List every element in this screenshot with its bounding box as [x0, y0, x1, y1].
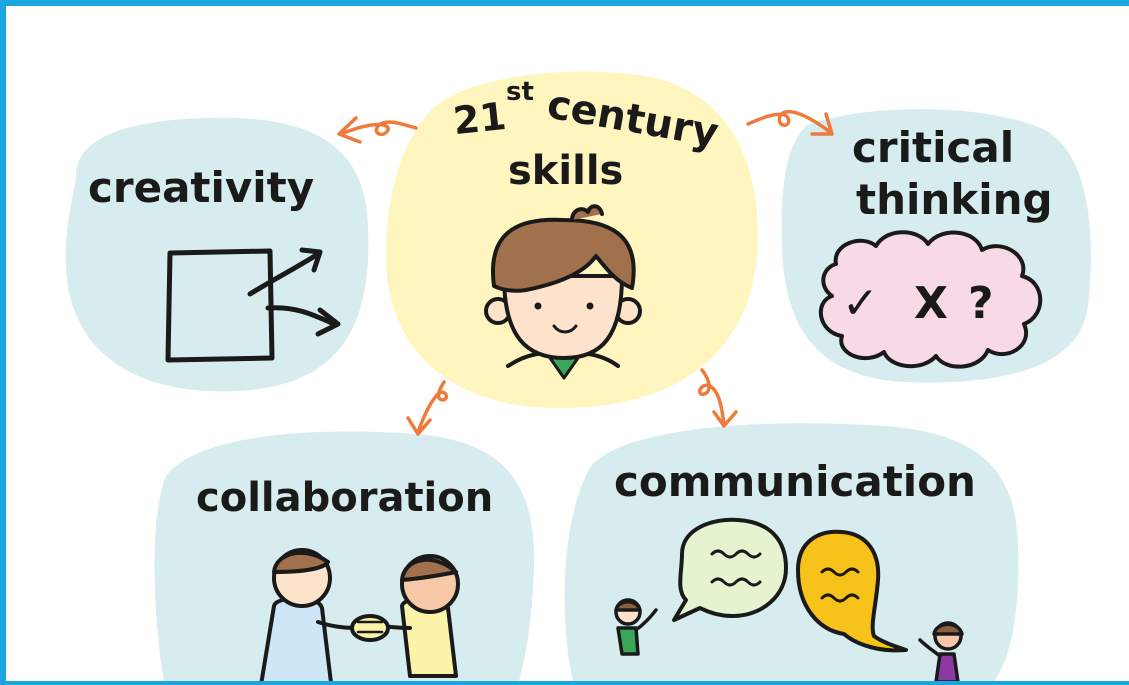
person-left-icon [614, 598, 658, 656]
critical-label-line2: thinking [856, 175, 1053, 224]
arrow-to-creativity [339, 120, 418, 137]
thought-cloud [818, 230, 1043, 369]
communication-label: communication [614, 457, 976, 506]
creativity-label: creativity [88, 163, 314, 212]
question-symbol: ? [968, 278, 994, 329]
person-right-icon [918, 621, 964, 681]
skills-diagram: 21 st century skills creativity critical… [65, 71, 1092, 681]
arrow-to-critical [746, 110, 832, 134]
arrow-head-collaboration [406, 416, 432, 436]
cross-symbol: X [914, 278, 948, 329]
center-title-superscript: st [506, 77, 534, 107]
arrow-head-communication [712, 410, 738, 428]
collaboration-blob [154, 431, 535, 681]
center-title-skills: skills [508, 148, 623, 194]
collaboration-label: collaboration [196, 475, 493, 521]
creativity-icon [165, 247, 341, 363]
center-title-number: 21 [451, 94, 508, 143]
critical-label-line1: critical [852, 123, 1014, 172]
arrow-head-creativity [337, 116, 362, 144]
speech-bubbles-icon [672, 517, 908, 653]
arrow-to-collaboration [416, 380, 449, 434]
check-symbol: ✓ [842, 278, 879, 329]
arrow-head-critical [810, 112, 834, 136]
boy-face-icon [484, 204, 642, 380]
arrow-to-communication [698, 368, 726, 426]
handshake-icon [259, 548, 460, 681]
